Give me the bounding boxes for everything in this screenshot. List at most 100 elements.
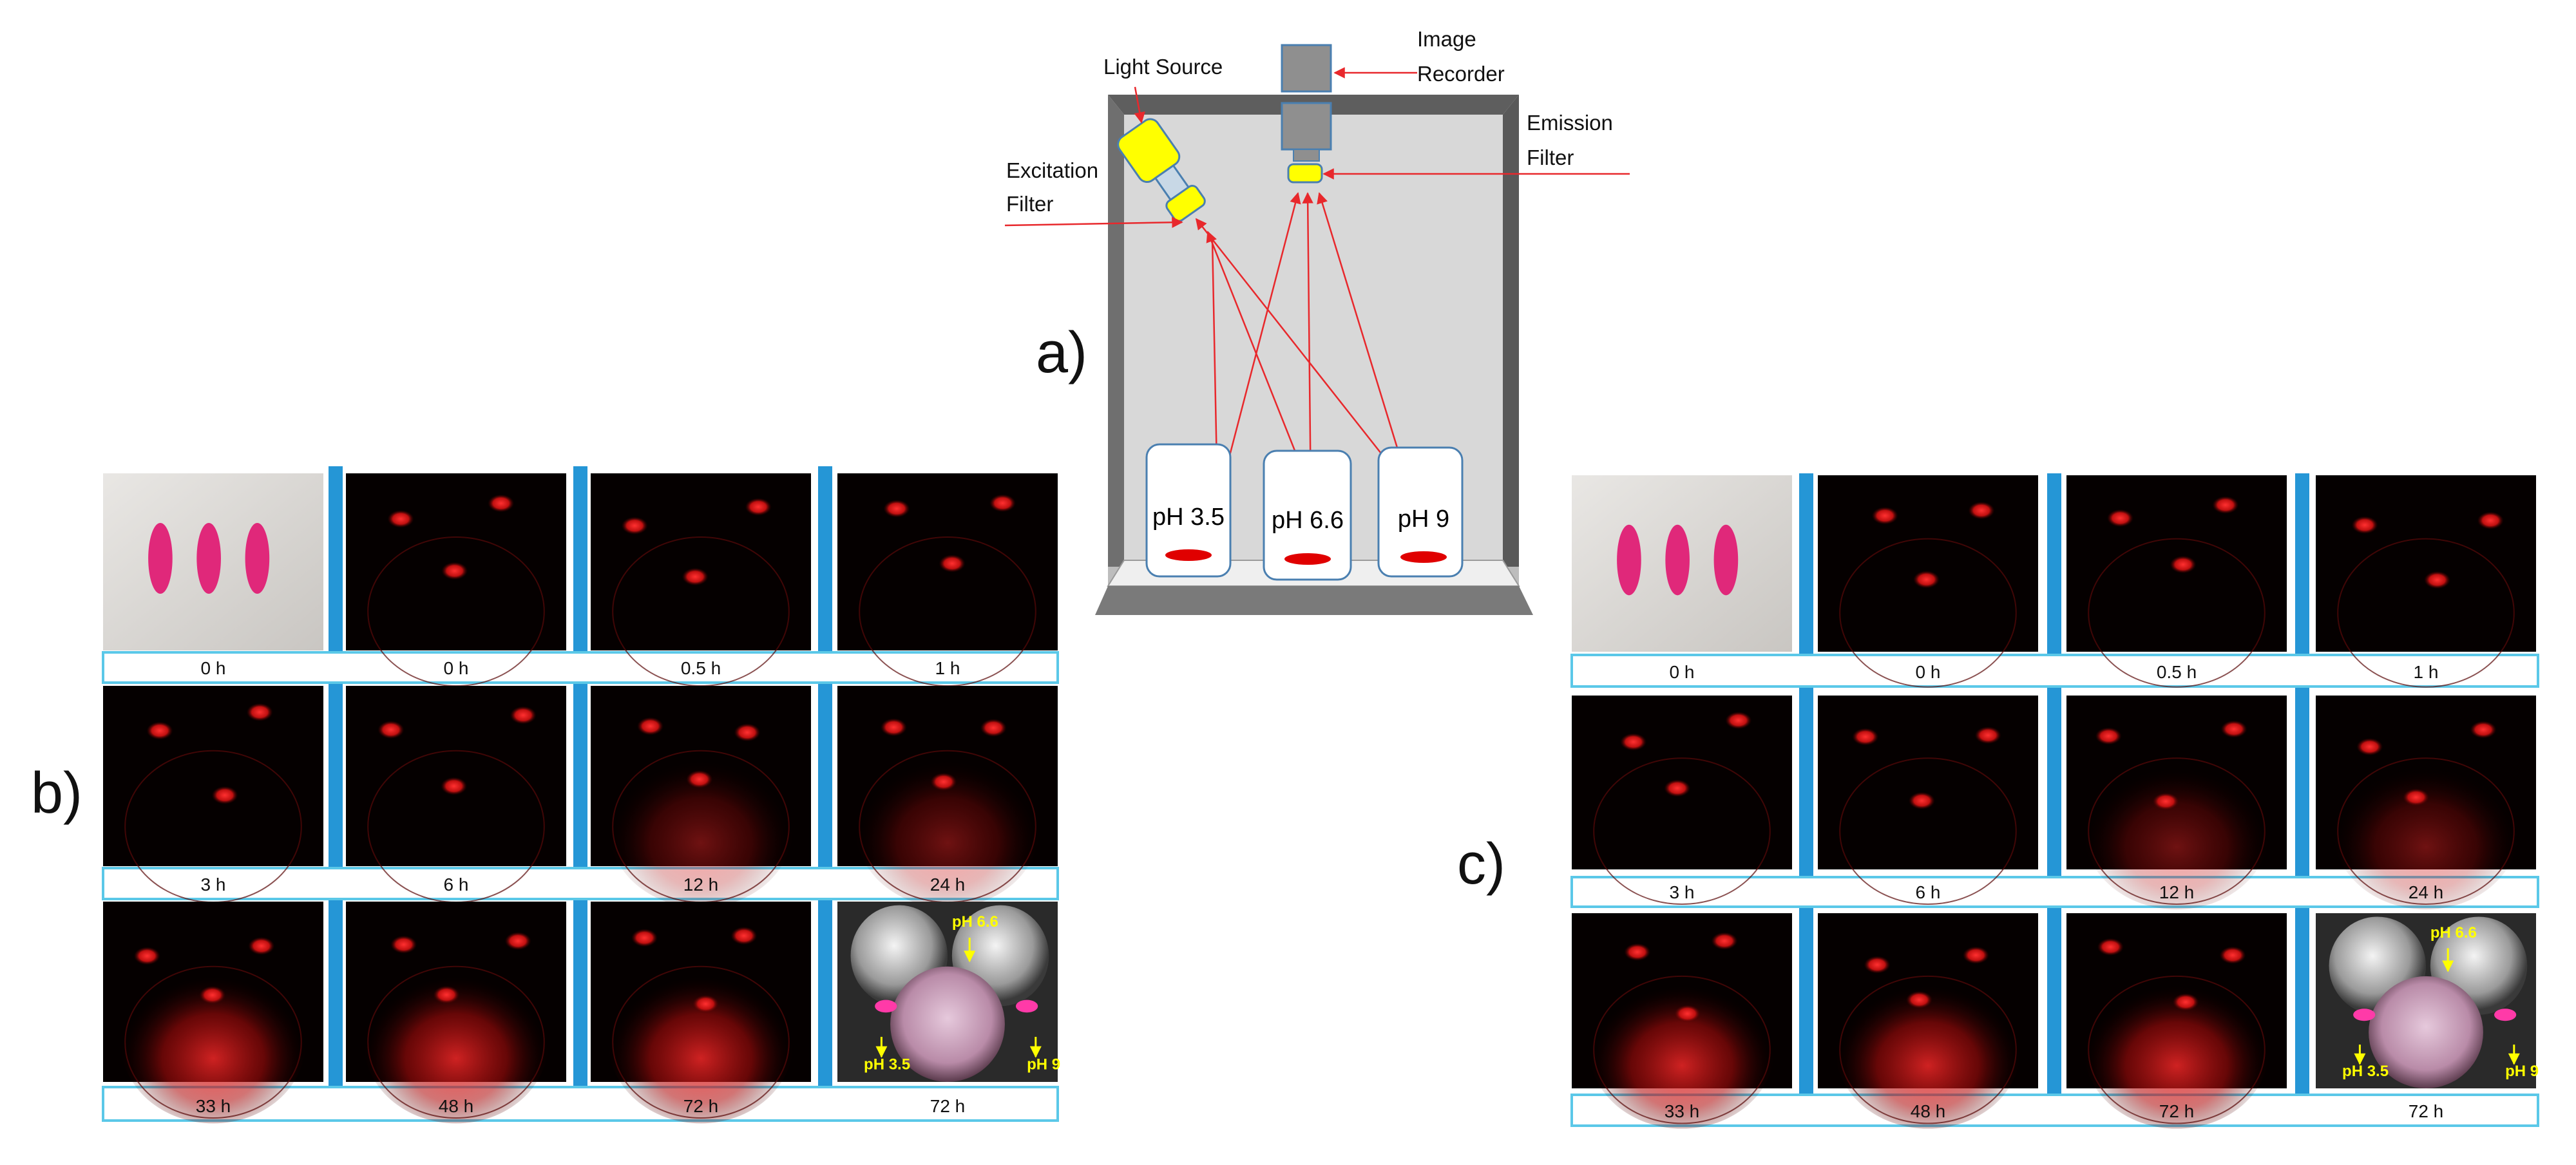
panel-label-b: b) — [31, 761, 82, 826]
fluorescent-sample-spot — [133, 947, 160, 965]
dish-rim — [367, 965, 545, 1119]
fluorescent-sample-spot — [883, 500, 910, 518]
time-caption: 1 h — [2414, 662, 2439, 682]
time-caption: 72 h — [2409, 1101, 2444, 1121]
time-caption: 33 h — [196, 1096, 231, 1116]
sample-disc — [148, 523, 173, 594]
fluorescent-sample-spot — [1905, 990, 1932, 1009]
fluorescent-sample-spot — [146, 721, 173, 740]
fluorescent-sample-spot — [2212, 496, 2239, 514]
fluorescent-sample-spot — [980, 719, 1007, 737]
column-separator — [573, 466, 587, 1088]
fluorescent-sample-spot — [686, 770, 713, 789]
fluorescent-sample-spot — [2351, 516, 2378, 534]
fluorescent-sample-spot — [692, 994, 719, 1013]
dish-glow — [2333, 753, 2519, 910]
fluorescent-sample-spot — [734, 723, 761, 742]
time-caption: 0 h — [1670, 662, 1695, 682]
sample-disc — [1617, 524, 1641, 596]
label-pointers — [1004, 67, 1630, 229]
time-caption: 48 h — [439, 1096, 474, 1116]
fluorescence-photo — [103, 686, 323, 866]
time-caption: 6 h — [444, 875, 469, 895]
dish-rim — [1839, 975, 2017, 1124]
ph-annotation: pH 6.6 — [952, 913, 998, 931]
fluorescent-sample-spot — [2423, 571, 2451, 589]
time-caption: 6 h — [1916, 882, 1941, 902]
sample-label: pH 6.6 — [1272, 507, 1344, 534]
time-caption: 0.5 h — [681, 658, 721, 678]
sample-disc — [1665, 524, 1690, 596]
dish-glow — [1589, 971, 1775, 1129]
fluorescent-sample-spot — [1674, 1005, 1701, 1023]
panel-label-c: c) — [1457, 832, 1505, 896]
fluorescent-sample-spot — [2356, 738, 2383, 756]
time-caption: 72 h — [2159, 1101, 2195, 1121]
caption-strip — [1570, 654, 2539, 688]
fluorescent-sample-spot — [441, 562, 468, 580]
dish-glow — [855, 745, 1040, 908]
fluorescent-sample-spot — [930, 772, 957, 791]
sample-disc — [2494, 1009, 2517, 1021]
fluorescent-sample-spot — [989, 494, 1016, 513]
column-separator — [1799, 473, 1813, 1095]
fluorescent-sample-spot — [1852, 728, 1879, 746]
fluorescence-photo — [2316, 475, 2536, 652]
sample-disc — [1713, 524, 1739, 596]
dish-glow — [1835, 971, 2021, 1129]
time-caption: 3 h — [1670, 882, 1695, 902]
column-separator — [818, 466, 832, 1088]
ph-annotation: pH 9 — [1027, 1056, 1060, 1073]
dish — [2369, 976, 2483, 1088]
dish-rim — [2337, 757, 2515, 905]
sample-label: pH 3.5 — [1152, 504, 1225, 531]
ph-annotation: pH 3.5 — [864, 1056, 910, 1073]
dish-rim — [2088, 538, 2266, 688]
imaging-apparatus: pH 3.5 pH 6.6 pH 9 Light Source Image Re… — [1004, 27, 1630, 615]
fluorescent-sample-spot — [2095, 727, 2122, 745]
emission-filter-label-line2: Filter — [1527, 146, 1574, 169]
time-caption: 0 h — [201, 658, 226, 678]
dish-rim — [1839, 757, 2017, 905]
column-separator — [329, 466, 343, 1088]
sample-disc — [245, 523, 270, 594]
time-caption: 48 h — [1911, 1101, 1946, 1121]
dish — [890, 966, 1005, 1082]
dish-rim — [1593, 975, 1771, 1124]
fluorescent-sample-spot — [2219, 946, 2246, 964]
fluorescence-photo — [1818, 696, 2038, 869]
ph-annotation: pH 9 — [2505, 1063, 2539, 1080]
sample-bottle-2: pH 6.6 — [1263, 450, 1352, 581]
image-recorder-label-line2: Recorder — [1417, 62, 1505, 86]
fluorescent-sample-spot — [488, 494, 515, 513]
fluorescent-sample-spot — [1968, 501, 1995, 520]
dish-rim — [2337, 538, 2515, 688]
fluorescent-sample-spot — [211, 786, 238, 804]
excitation-filter-label-line1: Excitation — [1006, 158, 1098, 182]
time-caption: 0.5 h — [2157, 662, 2197, 682]
fluorescent-sample-spot — [1908, 791, 1935, 810]
fluorescent-sample-spot — [199, 986, 226, 1005]
time-caption: 24 h — [930, 875, 966, 895]
time-caption: 12 h — [683, 875, 719, 895]
fluorescent-sample-spot — [2470, 721, 2497, 739]
fluorescence-photo — [346, 473, 566, 650]
excitation-filter-label-line2: Filter — [1006, 192, 1053, 216]
fluorescent-sample-spot — [637, 717, 664, 735]
emission-filter — [1287, 163, 1323, 184]
fluorescent-sample-spot — [2172, 993, 2199, 1011]
camera — [1281, 44, 1332, 162]
fluorescent-sample-spot — [433, 985, 460, 1004]
fluorescent-sample-spot — [1871, 507, 1898, 525]
image-recorder-label-line1: Image — [1417, 27, 1476, 51]
fluorescent-sample-spot — [621, 516, 648, 535]
panel-label-a: a) — [1036, 321, 1087, 385]
dish-glow — [608, 745, 794, 908]
fluorescent-sample-spot — [2477, 511, 2504, 529]
fluorescent-sample-spot — [387, 510, 414, 528]
fluorescent-sample-spot — [2403, 788, 2430, 806]
time-caption: 0 h — [444, 658, 469, 678]
fluorescent-sample-spot — [631, 929, 658, 947]
